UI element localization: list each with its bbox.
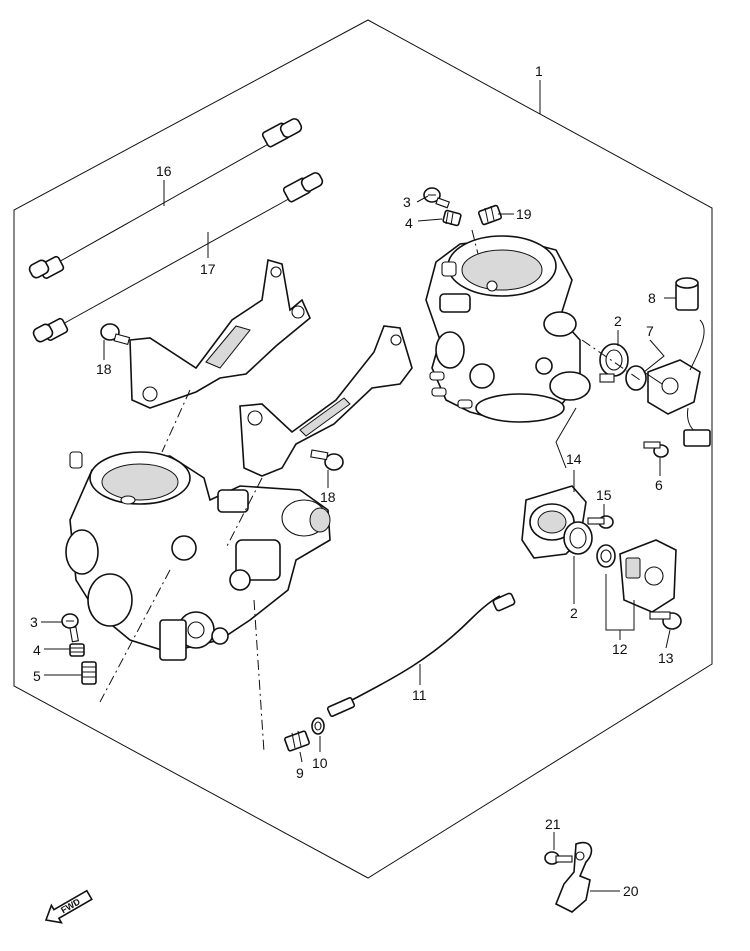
- callout-5: 5: [33, 668, 41, 684]
- part-5-spring-left: [81, 661, 97, 685]
- part-20-bracket: [554, 841, 593, 913]
- guide-line-right-top: [471, 229, 479, 255]
- callout-16: 16: [156, 163, 172, 179]
- callout-2-lower: 2: [570, 605, 578, 621]
- callout-3-left: 3: [30, 614, 38, 630]
- part-2-clamp-lower: [563, 521, 593, 555]
- callout-18-lower: 18: [320, 489, 336, 505]
- part-4-spring-left: [69, 643, 85, 657]
- upper-bracket: [129, 258, 311, 409]
- guide-line-bracket-right: [225, 477, 263, 549]
- leader-lines: [41, 80, 676, 892]
- callout-6: 6: [655, 477, 663, 493]
- callout-21: 21: [545, 816, 561, 832]
- part-16-rod: [28, 118, 303, 279]
- callout-4-left: 4: [33, 642, 41, 658]
- callout-19: 19: [516, 206, 532, 222]
- callout-10: 10: [312, 755, 328, 771]
- assembly-boundary: [13, 19, 713, 879]
- callout-3-right: 3: [403, 194, 411, 210]
- callout-20: 20: [623, 883, 639, 899]
- part-8-cap: [675, 277, 699, 311]
- right-throttle-body: [425, 235, 591, 423]
- guide-line-left-spring: [99, 569, 171, 703]
- guide-line-bracket-left: [161, 389, 191, 453]
- part-4-spring-right: [442, 209, 462, 227]
- guide-line-sensor: [581, 339, 641, 381]
- part-o-ring-lower: [596, 544, 616, 568]
- part-18-screw-lower: [310, 449, 344, 471]
- left-throttle-body: [65, 451, 331, 661]
- part-17-rod: [32, 172, 324, 343]
- fwd-arrow-icon: FWD: [44, 889, 93, 924]
- callout-1: 1: [535, 63, 543, 79]
- callout-8: 8: [648, 290, 656, 306]
- part-21-bolt: [544, 851, 573, 865]
- callout-4-right: 4: [405, 215, 413, 231]
- callout-12: 12: [612, 641, 628, 657]
- callout-14: 14: [566, 451, 582, 467]
- part-6-bolt: [643, 441, 669, 458]
- callout-2-upper: 2: [614, 313, 622, 329]
- callout-11: 11: [412, 687, 427, 703]
- callout-7: 7: [646, 323, 654, 339]
- lower-bracket: [239, 325, 413, 477]
- part-15-screw: [587, 515, 614, 529]
- callout-17: 17: [200, 261, 216, 277]
- callout-13: 13: [658, 650, 674, 666]
- part-19-spring: [477, 204, 503, 226]
- part-12-sensor-lower: [619, 539, 677, 613]
- part-7-sensor-upper: [625, 319, 711, 447]
- guide-line-hose-down: [253, 599, 265, 753]
- part-3-screw-right: [423, 187, 450, 209]
- part-9-spring: [284, 730, 310, 752]
- part-10-washer: [311, 717, 325, 735]
- callout-9: 9: [296, 765, 304, 781]
- part-11-hose: [326, 592, 516, 718]
- callout-18-upper: 18: [96, 361, 112, 377]
- part-2-clamp-upper: [599, 343, 629, 383]
- part-13-bolt: [649, 611, 682, 630]
- part-18-screw-upper: [100, 323, 131, 346]
- callout-15: 15: [596, 487, 612, 503]
- part-3-screw-left: [61, 613, 79, 643]
